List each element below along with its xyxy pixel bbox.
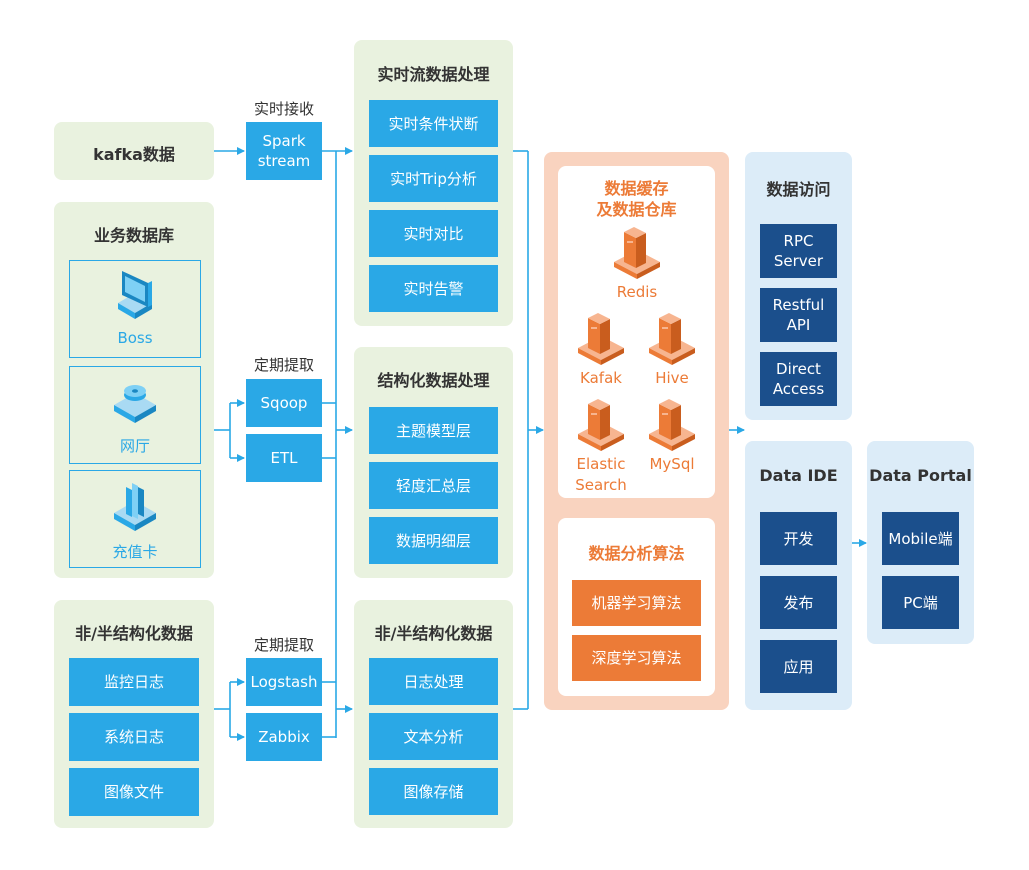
source-wangting: 网厅: [69, 366, 201, 464]
ide-develop-box: 开发: [760, 512, 837, 565]
direct-access-line2: Access: [772, 380, 825, 398]
elastic-label-line2: Search: [575, 476, 627, 494]
realtime-item-4: 实时告警: [369, 265, 498, 312]
unstructured-source-panel: 非/半结构化数据 监控日志 系统日志 图像文件: [54, 600, 214, 828]
data-access-panel: 数据访问 RPC Server Restful API Direct Acces…: [745, 152, 852, 420]
source-monitor-log: 监控日志: [69, 658, 199, 706]
source-boss: Boss: [69, 260, 201, 358]
source-card: 充值卡: [69, 470, 201, 568]
cache-warehouse-title-line1: 数据缓存: [604, 179, 669, 198]
direct-access-line1: Direct: [776, 360, 821, 378]
disc-icon: [114, 385, 156, 423]
portal-pc-box: PC端: [882, 576, 959, 629]
realtime-receive-label: 实时接收: [253, 100, 314, 118]
unstructured-proc-item-1: 日志处理: [369, 658, 498, 705]
cache-warehouse-title: 数据缓存 及数据仓库: [558, 178, 715, 220]
mysql-server-icon: [649, 399, 695, 451]
etl-box: ETL: [246, 434, 322, 482]
storage-panel: 数据缓存 及数据仓库 Redis Kafak: [544, 152, 729, 710]
portal-mobile-box: Mobile端: [882, 512, 959, 565]
business-db-title: 业务数据库: [93, 226, 174, 245]
rpc-server-line1: RPC: [783, 232, 814, 250]
realtime-processing-panel: 实时流数据处理 实时条件状断 实时Trip分析 实时对比 实时告警: [354, 40, 513, 326]
restful-api-box: Restful API: [760, 288, 837, 342]
structured-processing-panel: 结构化数据处理 主题模型层 轻度汇总层 数据明细层: [354, 347, 513, 578]
elastic-label: Elastic Search: [561, 454, 641, 496]
ml-algorithm-box: 机器学习算法: [572, 580, 701, 626]
direct-access-box: Direct Access: [760, 352, 837, 406]
kafak-server-icon: [578, 313, 624, 365]
source-card-label: 充值卡: [112, 543, 158, 561]
source-image-file: 图像文件: [69, 768, 199, 816]
logstash-box: Logstash: [246, 658, 322, 706]
realtime-processing-title: 实时流数据处理: [377, 65, 490, 84]
analysis-card: 数据分析算法 机器学习算法 深度学习算法: [558, 518, 715, 696]
ide-apply-box: 应用: [760, 640, 837, 693]
analysis-title: 数据分析算法: [588, 544, 685, 563]
data-portal-title: Data Portal: [869, 466, 972, 485]
elastic-server-icon: [578, 399, 624, 451]
data-ide-panel: Data IDE 开发 发布 应用: [745, 441, 852, 710]
monitor-icon: [118, 271, 152, 319]
unstructured-processing-panel: 非/半结构化数据 日志处理 文本分析 图像存储: [354, 600, 513, 828]
cache-warehouse-card: 数据缓存 及数据仓库 Redis Kafak: [558, 166, 715, 498]
kafak-label: Kafak: [580, 369, 622, 387]
ide-publish-box: 发布: [760, 576, 837, 629]
structured-item-3: 数据明细层: [369, 517, 498, 564]
redis-label: Redis: [616, 283, 658, 301]
structured-item-2: 轻度汇总层: [369, 462, 498, 509]
unstructured-proc-item-3: 图像存储: [369, 768, 498, 815]
unstructured-processing-title: 非/半结构化数据: [374, 624, 493, 643]
business-db-panel: 业务数据库 Boss 网厅 充值卡: [54, 202, 214, 578]
scheduled-extract-label-1: 定期提取: [253, 356, 314, 374]
kafka-source-label: kafka数据: [93, 145, 175, 164]
data-access-title: 数据访问: [766, 180, 831, 199]
hive-label: Hive: [655, 369, 689, 387]
source-wangting-label: 网厅: [119, 437, 150, 455]
rpc-server-line2: Server: [773, 252, 824, 270]
redis-server-icon: [614, 227, 660, 279]
unstructured-proc-item-2: 文本分析: [369, 713, 498, 760]
source-system-log: 系统日志: [69, 713, 199, 761]
cache-warehouse-title-line2: 及数据仓库: [596, 200, 677, 219]
realtime-item-1: 实时条件状断: [369, 100, 498, 147]
realtime-item-3: 实时对比: [369, 210, 498, 257]
realtime-item-2: 实时Trip分析: [369, 155, 498, 202]
card-stack-icon: [114, 483, 156, 531]
unstructured-source-title: 非/半结构化数据: [75, 624, 193, 643]
restful-api-line2: API: [786, 316, 811, 334]
kafka-source-panel: kafka数据: [54, 122, 214, 180]
restful-api-line1: Restful: [772, 296, 825, 314]
sqoop-box: Sqoop: [246, 379, 322, 427]
zabbix-box: Zabbix: [246, 713, 322, 761]
structured-processing-title: 结构化数据处理: [377, 371, 490, 390]
source-boss-label: Boss: [117, 329, 153, 347]
mysql-label: MySql: [649, 455, 695, 473]
elastic-label-line1: Elastic: [576, 455, 626, 473]
scheduled-extract-label-2: 定期提取: [253, 636, 314, 654]
hive-server-icon: [649, 313, 695, 365]
data-ide-title: Data IDE: [759, 466, 838, 485]
structured-item-1: 主题模型层: [369, 407, 498, 454]
dl-algorithm-box: 深度学习算法: [572, 635, 701, 681]
data-portal-panel: Data Portal Mobile端 PC端: [867, 441, 974, 644]
rpc-server-box: RPC Server: [760, 224, 837, 278]
